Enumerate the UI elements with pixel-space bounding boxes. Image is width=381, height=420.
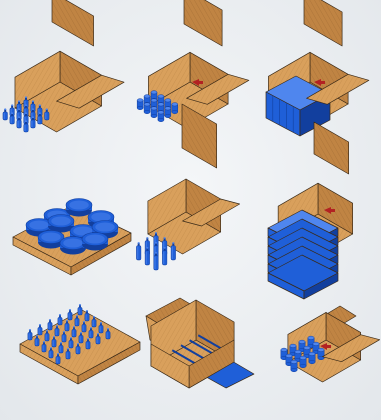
tray-tins-icon [13,199,131,276]
tray-with-bottle-grid [20,304,140,384]
open-box-trays-icon [268,122,353,299]
open-box-cans-icon [281,306,380,382]
open-box-bottles-icon [3,0,124,132]
open-box-with-cans-lying [281,306,380,382]
open-box-cases-icon [266,0,369,136]
open-box-with-bottle-cluster [3,0,124,132]
open-box-tall-bottles-icon [136,104,239,270]
open-box-dividers-icon [146,298,254,388]
open-box-with-tall-bottles [136,104,239,270]
open-box-with-stacked-trays [268,122,353,299]
tray-with-round-tins [13,199,131,276]
open-box-with-jar-cluster [137,0,249,128]
open-box-jars-icon [137,0,249,128]
open-box-with-divider-insert [146,298,254,388]
open-box-with-packed-cases [266,0,369,136]
tray-bottles-icon [20,304,140,384]
